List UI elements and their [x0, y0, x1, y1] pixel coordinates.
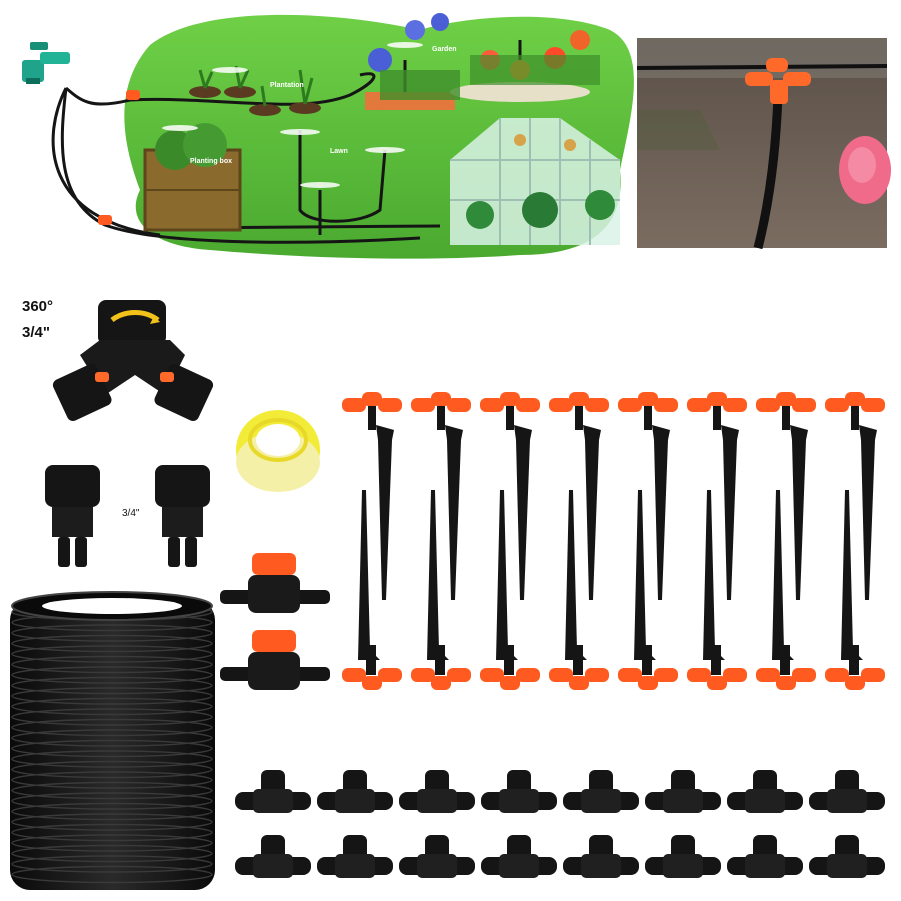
coil-ring	[11, 760, 213, 779]
tee-connector	[317, 770, 393, 813]
tee-connector	[481, 770, 557, 813]
hose-adapter-left	[45, 465, 100, 567]
coil-ring	[11, 687, 213, 705]
coil-ring	[11, 781, 213, 800]
size-label-splitter: 3/4"	[22, 324, 50, 341]
coil-ring	[11, 792, 213, 810]
sprinkler-stake	[411, 392, 471, 600]
coil-ring	[11, 750, 213, 768]
coil-ring	[11, 771, 213, 789]
sprinkler-stakes	[342, 392, 885, 690]
tee-connector	[809, 835, 885, 878]
shutoff-valve-1	[220, 553, 330, 613]
coil-ring	[11, 834, 213, 852]
tee-connector	[645, 835, 721, 878]
coil-ring	[11, 844, 213, 863]
tee-connector	[727, 770, 803, 813]
drip-tubing-coil	[10, 591, 215, 890]
coil-ring	[11, 697, 213, 716]
tee-connector	[645, 770, 721, 813]
coil-ring	[11, 802, 213, 821]
sprinkler-stake	[687, 392, 747, 600]
sprinkler-stake	[756, 490, 816, 690]
diagram-label-lawn: Lawn	[330, 148, 348, 155]
photo-sprinkler-head	[745, 58, 811, 104]
y-splitter-hose-connector	[52, 300, 214, 422]
diagram-label-plantation: Plantation	[270, 82, 304, 89]
tee-connector	[563, 835, 639, 878]
shutoff-valve-2	[220, 630, 330, 690]
size-label-adapters: 3/4"	[122, 508, 140, 519]
tee-connector	[399, 835, 475, 878]
diagram-label-garden: Garden	[432, 46, 457, 53]
sprinkler-stake	[825, 392, 885, 600]
coil-ring	[11, 655, 213, 674]
flower-bed	[365, 13, 600, 110]
tee-connector	[727, 835, 803, 878]
plantation-plants	[189, 65, 321, 116]
coil-ring	[11, 813, 213, 831]
tee-connector	[481, 835, 557, 878]
diagram-valve-top	[126, 90, 140, 100]
tee-connectors	[235, 770, 885, 878]
sprinkler-stake	[480, 490, 540, 690]
sprinkler-stake	[687, 490, 747, 690]
sprinkler-stake	[480, 392, 540, 600]
sprinkler-stake	[342, 392, 402, 600]
garden-irrigation-diagram	[22, 13, 634, 259]
sprinkler-stake	[825, 490, 885, 690]
rotation-label: 360°	[22, 298, 54, 315]
faucet-icon	[22, 42, 70, 84]
sprinkler-photo	[636, 38, 891, 250]
lawn-sprinkler-sprays	[162, 42, 423, 188]
coil-ring	[11, 865, 213, 884]
coil-ring	[11, 718, 213, 737]
tee-connector	[235, 835, 311, 878]
coil-ring	[11, 624, 213, 642]
hose-adapter-right	[155, 465, 210, 567]
coil-ring	[11, 634, 213, 653]
sprinkler-stake	[549, 490, 609, 690]
tee-connector	[317, 835, 393, 878]
tee-connector	[809, 770, 885, 813]
coil-ring	[11, 645, 213, 663]
coil-ring	[11, 823, 213, 842]
greenhouse-icon	[450, 118, 620, 245]
diagram-valve-bottom	[98, 215, 112, 225]
coil-ring	[11, 855, 213, 873]
sprinkler-stake	[618, 392, 678, 600]
thread-seal-tape-roll	[236, 410, 320, 492]
tee-connector	[235, 770, 311, 813]
diagram-label-planting-box: Planting box	[190, 158, 232, 165]
sprinkler-stake	[756, 392, 816, 600]
coil-ring	[11, 708, 213, 726]
sprinkler-stake	[411, 490, 471, 690]
sprinkler-stake	[342, 490, 402, 690]
coil-ring	[11, 676, 213, 695]
tee-connector	[563, 770, 639, 813]
planting-box-icon	[143, 123, 242, 232]
sprinkler-stake	[618, 490, 678, 690]
coil-ring	[11, 666, 213, 684]
tee-connector	[399, 770, 475, 813]
coil-ring	[11, 729, 213, 747]
coil-ring	[11, 739, 213, 758]
sprinkler-stake	[549, 392, 609, 600]
